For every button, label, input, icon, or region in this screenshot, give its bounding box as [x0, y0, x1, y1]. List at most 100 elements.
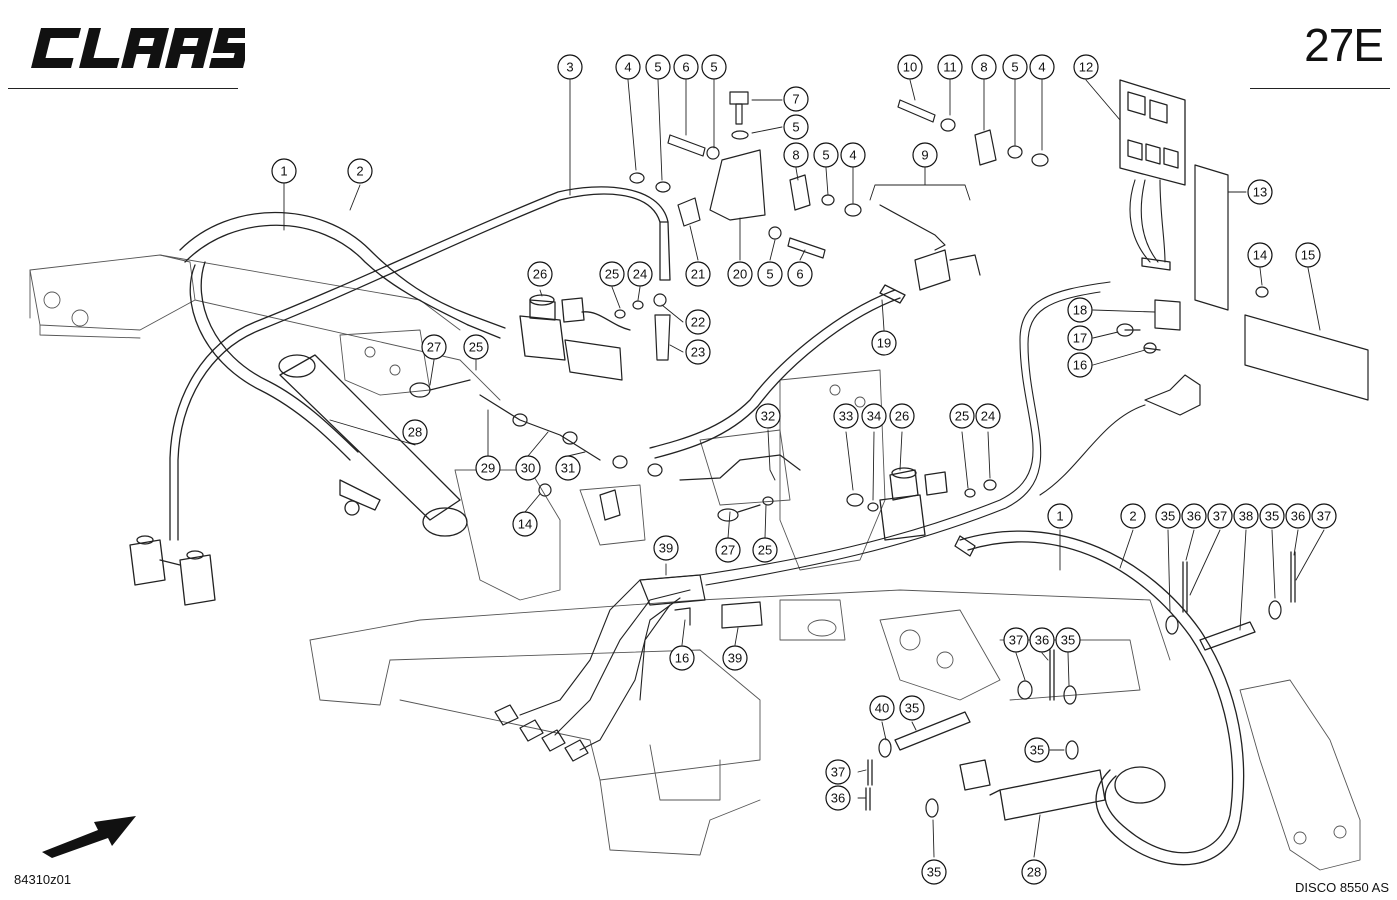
callout-label: 36: [1035, 633, 1049, 648]
callout-circle: [752, 537, 778, 563]
callout-label: 24: [981, 409, 995, 424]
callout-label: 5: [654, 60, 661, 75]
callout-8: 8: [783, 142, 809, 168]
callout-circle: [1181, 503, 1207, 529]
hydraulic-cylinder-28-upper: [278, 354, 468, 537]
callout-circle: [421, 334, 447, 360]
callout-8: 8: [971, 54, 997, 80]
callout-circle: [755, 403, 781, 429]
callout-circle: [971, 54, 997, 80]
callout-17: 17: [1067, 325, 1093, 351]
callout-circle: [1067, 352, 1093, 378]
callout-circle: [715, 537, 741, 563]
fittings: [409, 286, 1269, 629]
callout-37: 37: [825, 759, 851, 785]
callout-circle: [1067, 325, 1093, 351]
callout-25: 25: [463, 334, 489, 360]
callout-circle: [271, 158, 297, 184]
callout-circle: [402, 419, 428, 445]
pin-38: [1199, 621, 1256, 651]
callout-circle: [897, 54, 923, 80]
callout-22: 22: [685, 309, 711, 335]
callout-circle: [1247, 179, 1273, 205]
solenoid-valve-26-lower: [879, 467, 948, 541]
callout-label: 6: [682, 60, 689, 75]
claas-logo: [31, 28, 245, 68]
callout-39: 39: [722, 645, 748, 671]
callout-circle: [1073, 54, 1099, 80]
callout-2: 2: [1120, 503, 1146, 529]
callout-label: 3: [566, 60, 573, 75]
callout-7: 7: [783, 86, 809, 112]
callout-circle: [1120, 503, 1146, 529]
callout-circle: [615, 54, 641, 80]
callout-label: 2: [1129, 509, 1136, 524]
callout-10: 10: [897, 54, 923, 80]
callout-circle: [783, 86, 809, 112]
callout-circle: [1055, 627, 1081, 653]
callout-label: 25: [605, 267, 619, 282]
callout-label: 5: [822, 148, 829, 163]
travel-direction-arrow: [42, 816, 136, 858]
callout-19: 19: [871, 330, 897, 356]
callout-36: 36: [825, 785, 851, 811]
callout-circle: [673, 54, 699, 80]
callout-label: 14: [1253, 248, 1267, 263]
callout-circle: [653, 535, 679, 561]
callout-25: 25: [949, 403, 975, 429]
callout-38: 38: [1233, 503, 1259, 529]
callout-label: 18: [1073, 303, 1087, 318]
callout-circle: [645, 54, 671, 80]
callout-6: 6: [673, 54, 699, 80]
callout-circle: [861, 403, 887, 429]
callout-label: 5: [710, 60, 717, 75]
callout-circle: [599, 261, 625, 287]
callout-circle: [921, 859, 947, 885]
socket-block-12: [1119, 79, 1186, 271]
callout-label: 37: [1009, 633, 1023, 648]
callout-25: 25: [599, 261, 625, 287]
leader-lines: [283, 79, 1325, 858]
callout-28: 28: [1021, 859, 1047, 885]
callout-label: 28: [1027, 865, 1041, 880]
callout-1: 1: [1047, 503, 1073, 529]
bracket-18: [1124, 299, 1181, 351]
top-hardware: [629, 91, 1049, 291]
callout-label: 32: [761, 409, 775, 424]
callout-label: 5: [792, 120, 799, 135]
callout-circle: [515, 455, 541, 481]
callout-label: 33: [839, 409, 853, 424]
callout-circle: [1021, 859, 1047, 885]
callout-circle: [975, 403, 1001, 429]
callout-label: 25: [469, 340, 483, 355]
callout-label: 20: [733, 267, 747, 282]
callout-circle: [899, 695, 925, 721]
callout-label: 6: [796, 267, 803, 282]
callout-circle: [871, 330, 897, 356]
callout-label: 36: [1187, 509, 1201, 524]
callout-circle: [512, 511, 538, 537]
callout-circle: [1024, 737, 1050, 763]
callout-label: 9: [921, 148, 928, 163]
callout-label: 36: [1291, 509, 1305, 524]
callout-14: 14: [1247, 242, 1273, 268]
callout-circle: [1311, 503, 1337, 529]
callout-label: 16: [1073, 358, 1087, 373]
callout-label: 35: [927, 865, 941, 880]
callout-32: 32: [755, 403, 781, 429]
callout-label: 14: [518, 517, 532, 532]
callout-label: 35: [1161, 509, 1175, 524]
callout-5: 5: [645, 54, 671, 80]
callout-35: 35: [1259, 503, 1285, 529]
callout-circle: [685, 339, 711, 365]
callout-1: 1: [271, 158, 297, 184]
callout-circle: [1247, 242, 1273, 268]
callout-circle: [347, 158, 373, 184]
callout-5: 5: [783, 114, 809, 140]
callout-4: 4: [840, 142, 866, 168]
callout-24: 24: [975, 403, 1001, 429]
callout-12: 12: [1073, 54, 1099, 80]
callout-circle: [833, 403, 859, 429]
callout-label: 40: [875, 701, 889, 716]
